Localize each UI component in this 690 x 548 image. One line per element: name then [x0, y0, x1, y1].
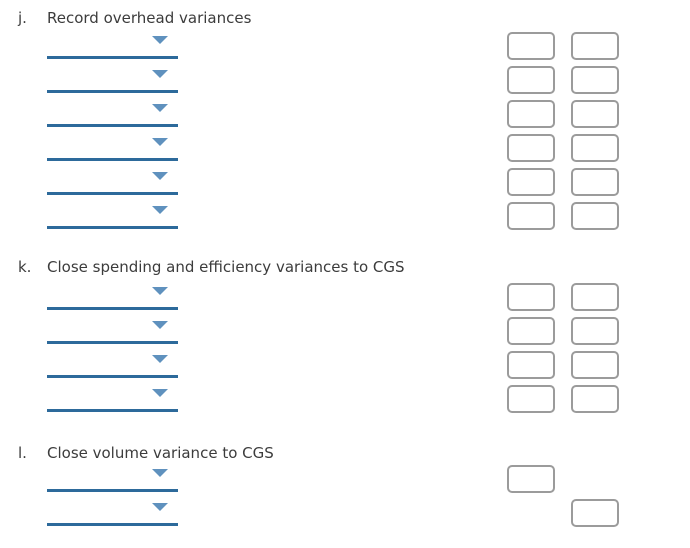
- account-select[interactable]: [47, 283, 178, 310]
- section-title: Close volume variance to CGS: [47, 444, 274, 462]
- account-select[interactable]: [47, 499, 178, 526]
- account-select[interactable]: [47, 100, 178, 127]
- account-select[interactable]: [47, 465, 178, 492]
- debit-amount-input[interactable]: [507, 465, 555, 493]
- chevron-down-icon: [152, 70, 168, 78]
- journal-entry-row: [0, 66, 690, 100]
- journal-entry-row: [0, 32, 690, 66]
- debit-amount-input[interactable]: [507, 66, 555, 94]
- chevron-down-icon: [152, 287, 168, 295]
- section-heading: l. Close volume variance to CGS: [18, 444, 678, 462]
- chevron-down-icon: [152, 36, 168, 44]
- journal-entry-row: [0, 465, 690, 499]
- journal-entry-row: [0, 134, 690, 168]
- section-letter: l.: [18, 444, 27, 462]
- account-select[interactable]: [47, 385, 178, 412]
- debit-amount-input[interactable]: [507, 385, 555, 413]
- section-heading: k. Close spending and efficiency variance…: [18, 258, 678, 276]
- journal-entry-row: [0, 385, 690, 419]
- credit-amount-input[interactable]: [571, 317, 619, 345]
- chevron-down-icon: [152, 104, 168, 112]
- chevron-down-icon: [152, 172, 168, 180]
- credit-amount-input[interactable]: [571, 66, 619, 94]
- credit-amount-input[interactable]: [571, 32, 619, 60]
- section-letter: k.: [18, 258, 32, 276]
- chevron-down-icon: [152, 138, 168, 146]
- account-select[interactable]: [47, 202, 178, 229]
- journal-entry-row: [0, 202, 690, 236]
- section-heading: j. Record overhead variances: [18, 9, 678, 27]
- chevron-down-icon: [152, 355, 168, 363]
- debit-amount-input[interactable]: [507, 317, 555, 345]
- credit-amount-input[interactable]: [571, 168, 619, 196]
- credit-amount-input[interactable]: [571, 283, 619, 311]
- chevron-down-icon: [152, 503, 168, 511]
- journal-entry-row: [0, 499, 690, 533]
- section-letter: j.: [18, 9, 27, 27]
- account-select[interactable]: [47, 32, 178, 59]
- journal-entry-row: [0, 317, 690, 351]
- debit-amount-input[interactable]: [507, 202, 555, 230]
- debit-amount-input[interactable]: [507, 134, 555, 162]
- account-select[interactable]: [47, 168, 178, 195]
- journal-entry-row: [0, 168, 690, 202]
- journal-entry-row: [0, 283, 690, 317]
- chevron-down-icon: [152, 206, 168, 214]
- credit-amount-input[interactable]: [571, 202, 619, 230]
- credit-amount-input[interactable]: [571, 385, 619, 413]
- debit-amount-input[interactable]: [507, 32, 555, 60]
- credit-amount-input[interactable]: [571, 134, 619, 162]
- account-select[interactable]: [47, 351, 178, 378]
- section-title: Record overhead variances: [47, 9, 252, 27]
- account-select[interactable]: [47, 134, 178, 161]
- debit-amount-input[interactable]: [507, 283, 555, 311]
- chevron-down-icon: [152, 389, 168, 397]
- journal-entry-row: [0, 100, 690, 134]
- credit-amount-input[interactable]: [571, 499, 619, 527]
- chevron-down-icon: [152, 321, 168, 329]
- debit-amount-input[interactable]: [507, 168, 555, 196]
- section-title: Close spending and efficiency variances …: [47, 258, 405, 276]
- account-select[interactable]: [47, 66, 178, 93]
- chevron-down-icon: [152, 469, 168, 477]
- debit-amount-input[interactable]: [507, 351, 555, 379]
- journal-entry-row: [0, 351, 690, 385]
- account-select[interactable]: [47, 317, 178, 344]
- debit-amount-input[interactable]: [507, 100, 555, 128]
- credit-amount-input[interactable]: [571, 351, 619, 379]
- credit-amount-input[interactable]: [571, 100, 619, 128]
